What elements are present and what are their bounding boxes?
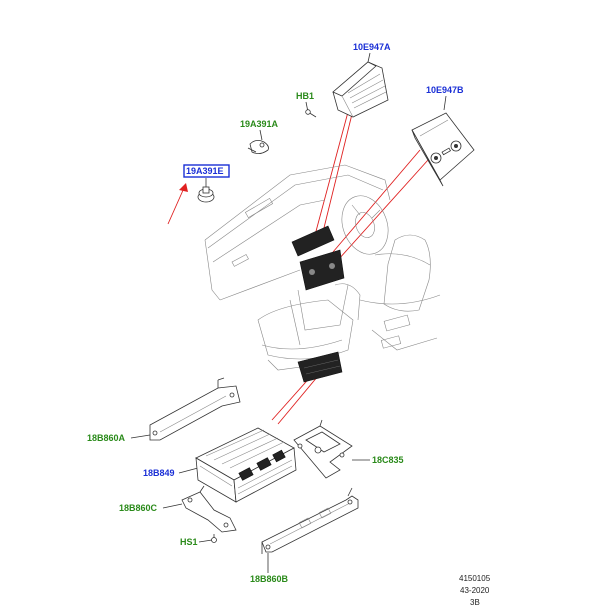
callout-10E947A[interactable]: 10E947A xyxy=(353,42,391,52)
bracket-18C835[interactable] xyxy=(293,419,353,479)
red-location-leaders xyxy=(271,111,429,425)
screw-HS1-icon xyxy=(211,534,217,543)
sensor-19A391A[interactable] xyxy=(247,140,269,154)
reference-line-1: 4150105 xyxy=(459,574,491,583)
vehicle-interior-outline xyxy=(204,164,441,383)
selected-callout-box xyxy=(183,164,230,178)
bracket-18B860A[interactable] xyxy=(149,377,241,441)
callout-HB1[interactable]: HB1 xyxy=(296,91,314,101)
callout-18C835[interactable]: 18C835 xyxy=(372,455,404,465)
sensor-19A391E[interactable] xyxy=(197,186,215,203)
callout-10E947B[interactable]: 10E947B xyxy=(426,85,464,95)
reference-line-2: 43-2020 xyxy=(460,586,490,595)
module-10E947A[interactable] xyxy=(332,61,389,118)
panel-10E947B[interactable] xyxy=(411,112,475,187)
callout-18B860C[interactable]: 18B860C xyxy=(119,503,158,513)
module-18B849[interactable] xyxy=(195,427,297,503)
leader-lines xyxy=(130,52,447,573)
bracket-18B860B[interactable] xyxy=(261,487,359,554)
reference-line-3: 3B xyxy=(470,598,480,607)
bracket-18B860C[interactable] xyxy=(181,485,237,533)
bolt-HB1-icon xyxy=(305,109,317,118)
red-arrow-icon xyxy=(167,183,188,225)
callout-18B860B[interactable]: 18B860B xyxy=(250,574,289,584)
callout-19A391A[interactable]: 19A391A xyxy=(240,119,279,129)
callout-HS1[interactable]: HS1 xyxy=(180,537,198,547)
callout-19A391E[interactable]: 19A391E xyxy=(186,166,224,176)
callout-18B860A[interactable]: 18B860A xyxy=(87,433,126,443)
callout-18B849[interactable]: 18B849 xyxy=(143,468,175,478)
